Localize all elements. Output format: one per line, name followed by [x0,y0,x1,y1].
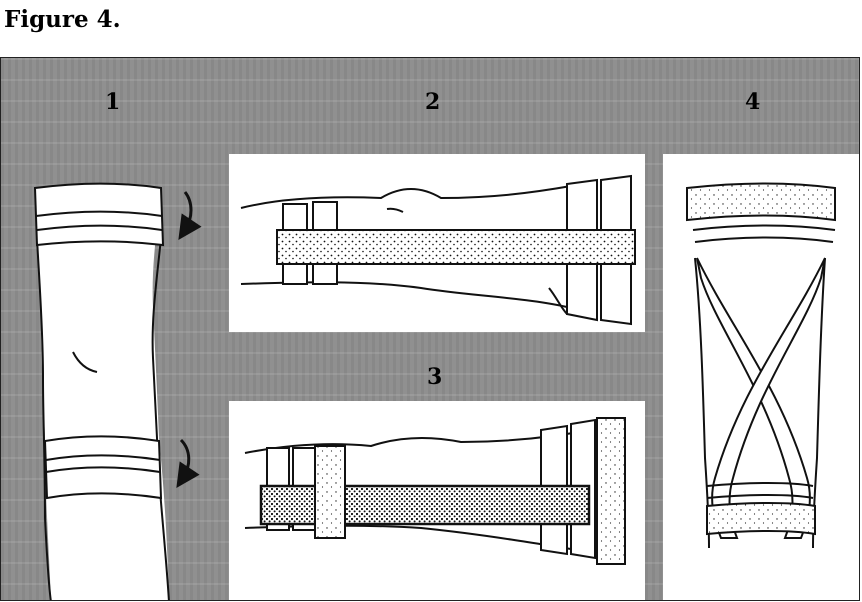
panel-1-arrow-bottom [181,440,189,478]
panel-4-top-tape [687,184,835,221]
panel-3-vertical-strip-right [597,418,625,564]
panel-3-horizontal-tape-dense [261,486,589,524]
panel-1-arrow-top [185,192,191,230]
panel-2-horizontal-tape [277,230,635,264]
panel-4-leg-drawing [693,226,835,549]
panel-4-bottom-tape [707,503,815,534]
panel-1-leg-drawing [35,184,169,602]
figure-drawings [1,58,860,601]
panel-3-vertical-strip-left [315,446,345,538]
figure-frame: 1 2 3 4 [0,57,860,601]
figure-title: Figure 4. [4,8,121,31]
